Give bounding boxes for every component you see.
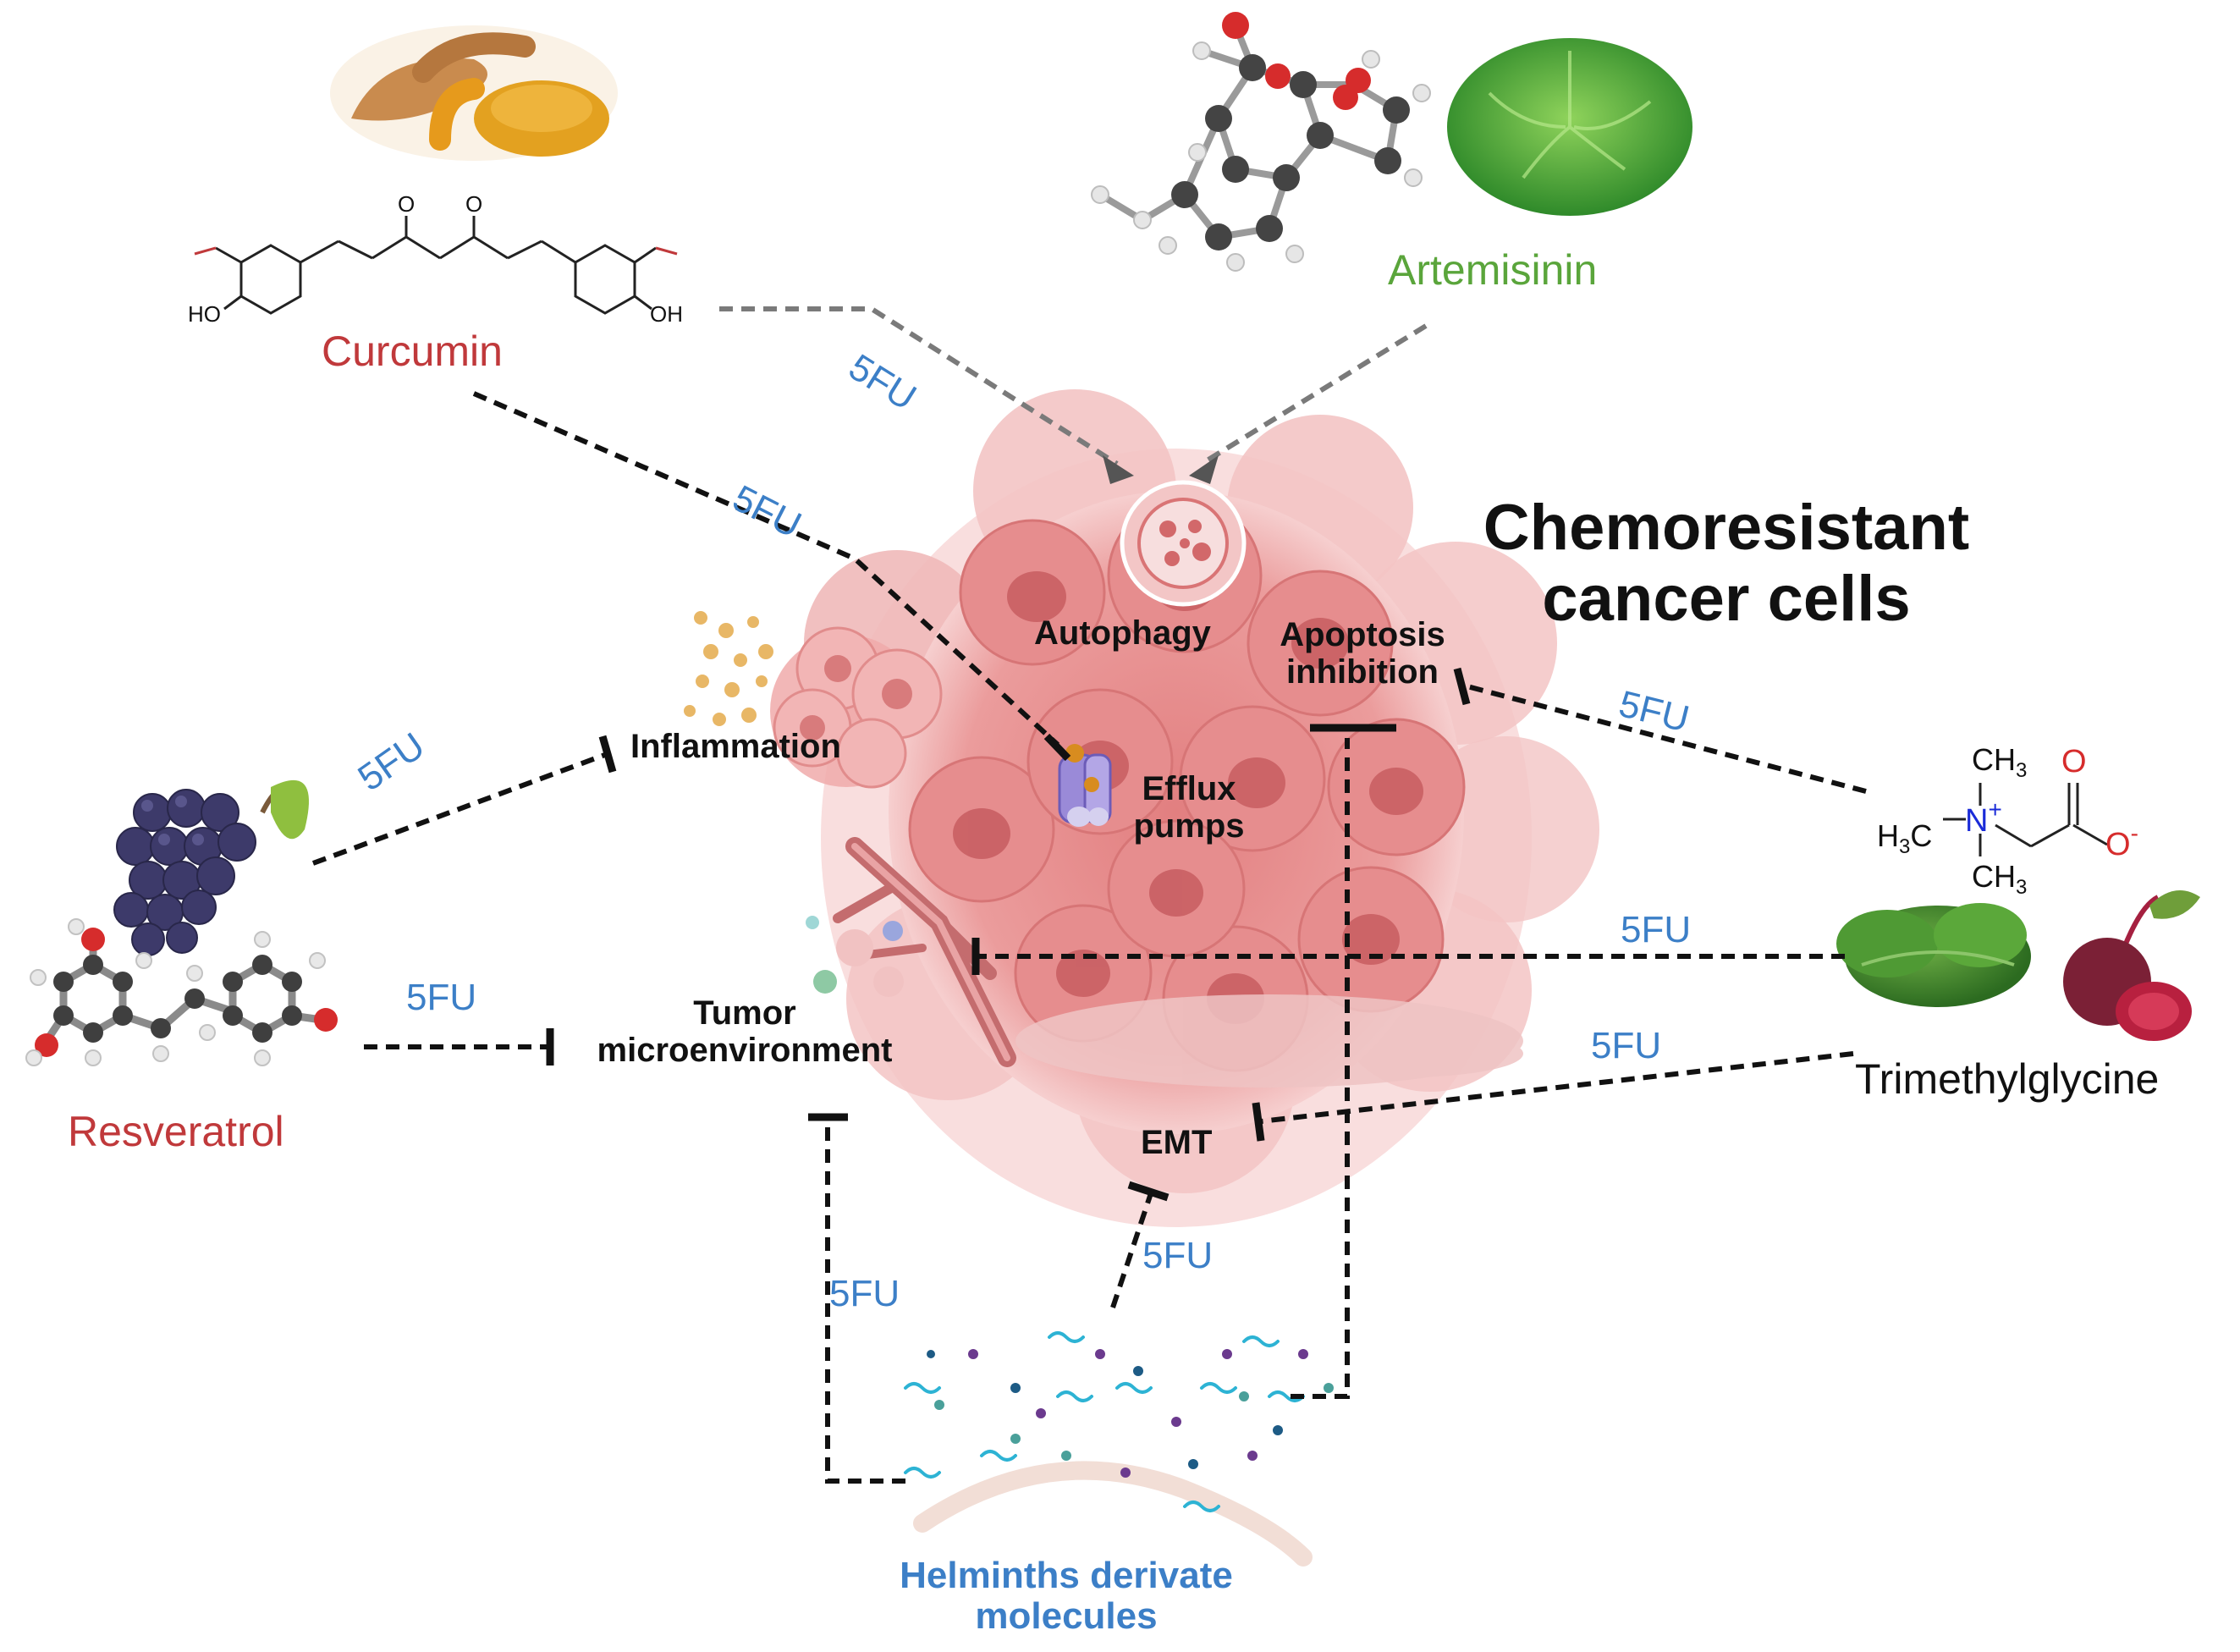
emt-label: EMT xyxy=(1141,1124,1213,1161)
spinach-image xyxy=(1836,903,2031,1007)
title-line1: Chemoresistant xyxy=(1483,492,1970,564)
fu-label-tmg-emt: 5FU xyxy=(1591,1025,1662,1066)
helminths-line1: Helminths derivate xyxy=(900,1555,1233,1596)
blood-vessel-icon xyxy=(833,837,1016,1067)
tmg-h3c: H3C xyxy=(1877,818,1932,858)
artemisinin-molecule-icon xyxy=(1091,12,1431,272)
tmg-carboxylate-o: O- xyxy=(2105,820,2138,862)
efflux-pump-icon xyxy=(1058,744,1112,827)
helminths-label: Helminths derivate molecules xyxy=(846,1555,1286,1638)
arrowheads xyxy=(1103,455,1219,484)
apoptosis-line1: Apoptosis xyxy=(1280,616,1445,653)
helminth-molecules-cluster xyxy=(904,1331,1334,1567)
tme-line1: Tumor xyxy=(693,994,796,1032)
fu-label-resveratrol-tme: 5FU xyxy=(406,977,477,1018)
tmg-ch3-bottom: CH3 xyxy=(1972,859,2027,899)
curcumin-label: Curcumin xyxy=(322,328,503,375)
curcumin-o1-label: O xyxy=(398,191,415,217)
helminths-line2: molecules xyxy=(975,1595,1158,1638)
tmg-n-plus: N+ xyxy=(1965,796,2002,839)
fu-label-helminths-tme: 5FU xyxy=(829,1273,900,1314)
artemisia-plant-image xyxy=(1447,38,1692,216)
diagram-title: Chemoresistant cancer cells xyxy=(1456,493,1997,634)
connection-lines xyxy=(311,306,1867,1484)
tme-cells xyxy=(806,916,904,997)
resveratrol-structure xyxy=(25,918,338,1066)
efflux-line2: pumps xyxy=(1133,807,1245,845)
tmg-ch3-top: CH3 xyxy=(1972,742,2027,782)
trimethylglycine-label: Trimethylglycine xyxy=(1855,1055,2160,1103)
fu-label-spinach-tme: 5FU xyxy=(1621,909,1692,950)
turmeric-image xyxy=(330,25,618,161)
curcumin-structure xyxy=(194,216,678,315)
autophagy-label: Autophagy xyxy=(1034,614,1211,652)
grape-image xyxy=(113,779,309,956)
efflux-line1: Efflux xyxy=(1142,770,1236,807)
efflux-pumps-label: Efflux pumps xyxy=(1121,770,1257,845)
curcumin-ho-label: HO xyxy=(188,301,221,327)
tmg-carbonyl-o: O xyxy=(2061,744,2087,779)
trimethylglycine-structure xyxy=(1943,783,2108,856)
inflammation-label: Inflammation xyxy=(630,728,841,765)
curcumin-o2-label: O xyxy=(465,191,482,217)
title-line2: cancer cells xyxy=(1542,562,1911,635)
fu-label-helminths-emt: 5FU xyxy=(1142,1235,1214,1276)
autophagosome-icon xyxy=(1120,480,1247,607)
apoptosis-line2: inhibition xyxy=(1286,653,1439,691)
resveratrol-label: Resveratrol xyxy=(68,1108,284,1155)
curcumin-oh-label: OH xyxy=(650,301,683,327)
inhibition-bars xyxy=(546,667,1471,1202)
tumor-microenvironment-label: Tumor microenvironment xyxy=(567,994,922,1069)
tme-line2: microenvironment xyxy=(597,1032,893,1069)
artemisinin-label: Artemisinin xyxy=(1388,246,1598,294)
beetroot-image xyxy=(2063,890,2200,1041)
inflammation-particles xyxy=(684,611,773,726)
apoptosis-inhibition-label: Apoptosis inhibition xyxy=(1265,616,1460,691)
